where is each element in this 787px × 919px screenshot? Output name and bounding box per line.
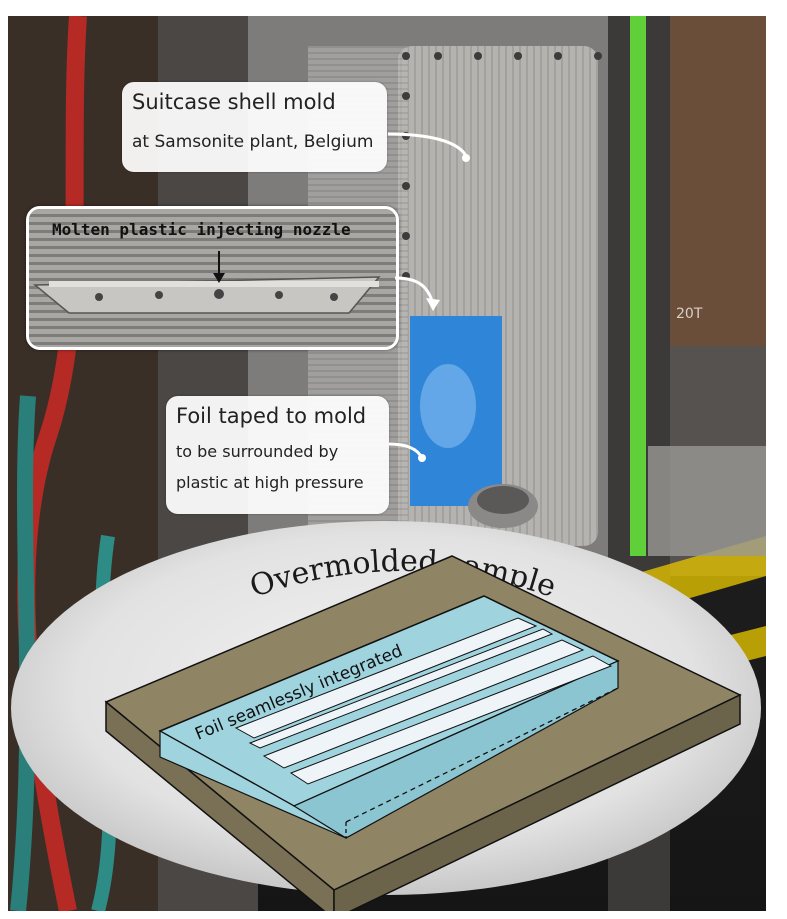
green-rail [630,16,646,556]
nozzle-label: Molten plastic injecting nozzle [52,220,351,239]
machine-label: 20T [676,306,703,322]
foil-callout-title: Foil taped to mold [176,404,367,428]
mold-callout-subtitle: at Samsonite plant, Belgium [132,132,374,152]
metal-grating [648,446,766,556]
photo-frame: 20T Overmolded sample [8,16,766,911]
foil-callout-line2: plastic at high pressure [176,473,364,492]
nozzle-inset [26,206,399,350]
mold-callout: Suitcase shell mold at Samsonite plant, … [122,82,387,172]
slab-right-face [333,693,741,911]
foil-callout-line1: to be surrounded by [176,442,339,461]
foil-edge-right [292,660,619,839]
teal-hose [10,395,36,911]
right-background [670,16,766,346]
mold-callout-title: Suitcase shell mold [132,90,336,114]
foil-callout: Foil taped to mold to be surrounded by p… [166,396,389,514]
